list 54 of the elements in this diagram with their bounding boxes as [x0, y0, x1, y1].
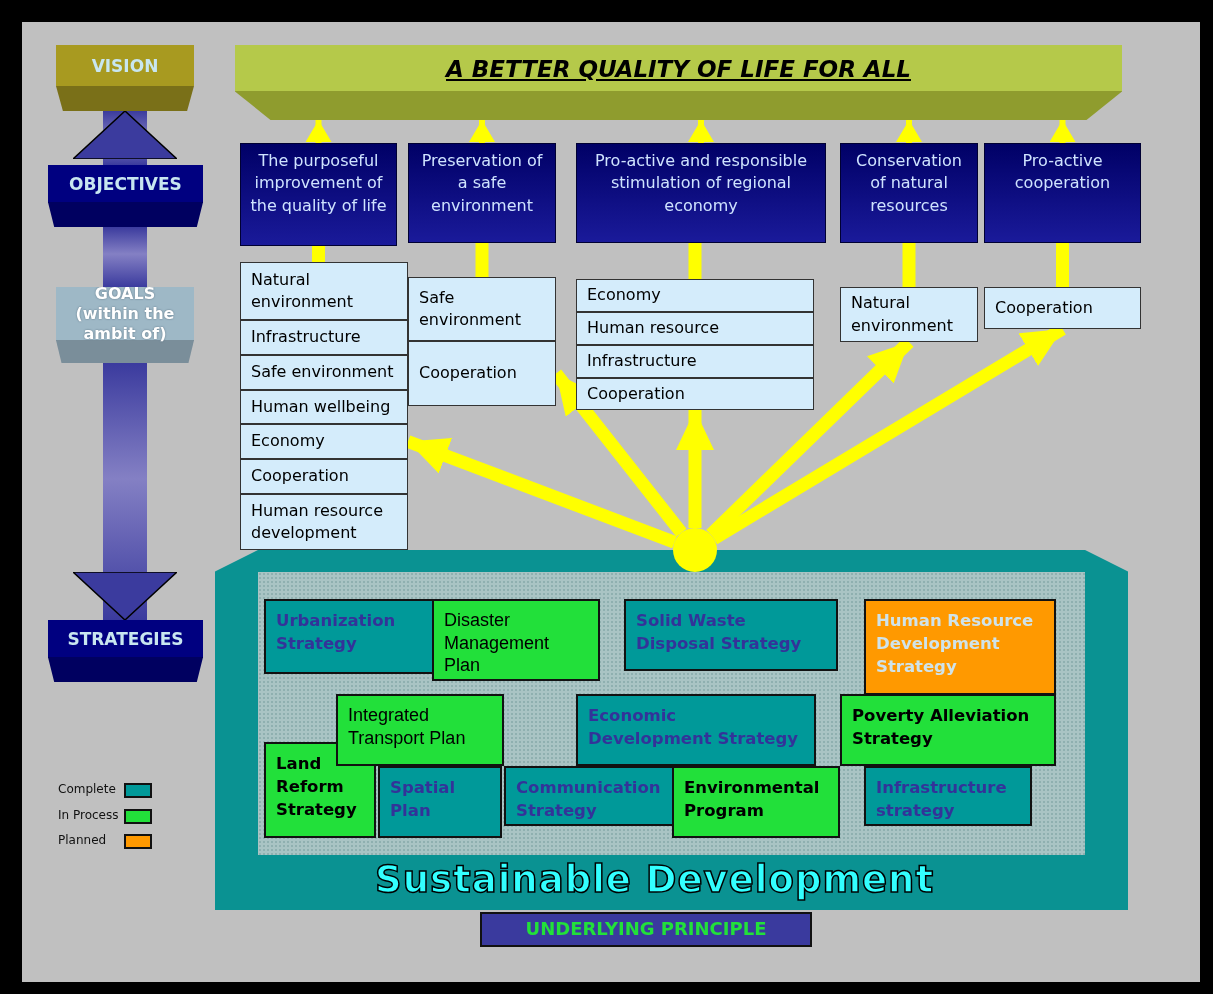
strategy-box: Solid Waste Disposal Strategy: [624, 599, 838, 671]
goal-box: Human resource development: [240, 494, 408, 550]
goal-box: Cooperation: [984, 287, 1141, 329]
objective-box: Preservation of a safe environment: [408, 143, 556, 243]
vision-banner: VISION: [56, 45, 194, 111]
goal-box: Human wellbeing: [240, 390, 408, 424]
goal-box: Natural environment: [840, 287, 978, 342]
strategy-box: Infrastructure strategy: [864, 766, 1032, 826]
arrow: [1049, 120, 1076, 143]
arrow: [688, 120, 714, 143]
arrow: [896, 120, 922, 143]
strategy-box: Disaster Management Plan: [432, 599, 600, 681]
strategy-box: Human Resource Development Strategy: [864, 599, 1056, 695]
goal-box: Natural environment: [240, 262, 408, 320]
objective-box: The purposeful improvement of the quality of life: [240, 143, 397, 246]
platform-title: Sustainable Development: [375, 858, 935, 901]
objective-box: Pro-active and responsible stimulation of regional economy: [576, 143, 826, 243]
principle-box: UNDERLYING PRINCIPLE: [480, 912, 812, 947]
arrow: [72, 363, 178, 621]
goal-box: Cooperation: [408, 341, 556, 406]
strategy-box: Integrated Transport Plan: [336, 694, 504, 766]
connector-bar: [902, 243, 916, 287]
legend-label: In Process: [58, 807, 119, 822]
platform-base: [215, 550, 1128, 910]
arrow: [305, 120, 332, 143]
goal-box: Economy: [576, 279, 814, 312]
connector-bar: [688, 243, 702, 279]
strategy-box: Spatial Plan: [378, 766, 502, 838]
arrow: [469, 120, 495, 143]
level-banner: GOALS (within the ambit of): [56, 287, 194, 363]
level-banner: OBJECTIVES: [48, 165, 203, 227]
objective-box: Pro-active cooperation: [984, 143, 1141, 243]
connector-bar: [1056, 243, 1069, 287]
connector-bar: [312, 246, 325, 262]
goal-box: Infrastructure: [240, 320, 408, 355]
vision-statement-bar: A BETTER QUALITY OF LIFE FOR ALL: [235, 45, 1122, 120]
strategy-box: Communication Strategy: [504, 766, 674, 826]
arrow: [676, 410, 714, 528]
goal-box: Economy: [240, 424, 408, 459]
objective-box: Conservation of natural resources: [840, 143, 978, 243]
legend-label: Planned: [58, 833, 107, 847]
connector-bar: [475, 243, 489, 277]
strategy-box: Economic Development Strategy: [576, 694, 816, 766]
legend-label: Complete: [58, 782, 116, 796]
level-banner: STRATEGIES: [48, 620, 203, 682]
strategy-box: Poverty Alleviation Strategy: [840, 694, 1056, 766]
goal-box: Safe environment: [240, 355, 408, 390]
strategy-box: Environmental Program: [672, 766, 840, 838]
goal-box: Safe environment: [408, 277, 556, 341]
arrow: [72, 110, 178, 165]
goal-box: Cooperation: [240, 459, 408, 494]
goal-box: Cooperation: [576, 378, 814, 410]
goal-box: Infrastructure: [576, 345, 814, 378]
goal-box: Human resource: [576, 312, 814, 345]
